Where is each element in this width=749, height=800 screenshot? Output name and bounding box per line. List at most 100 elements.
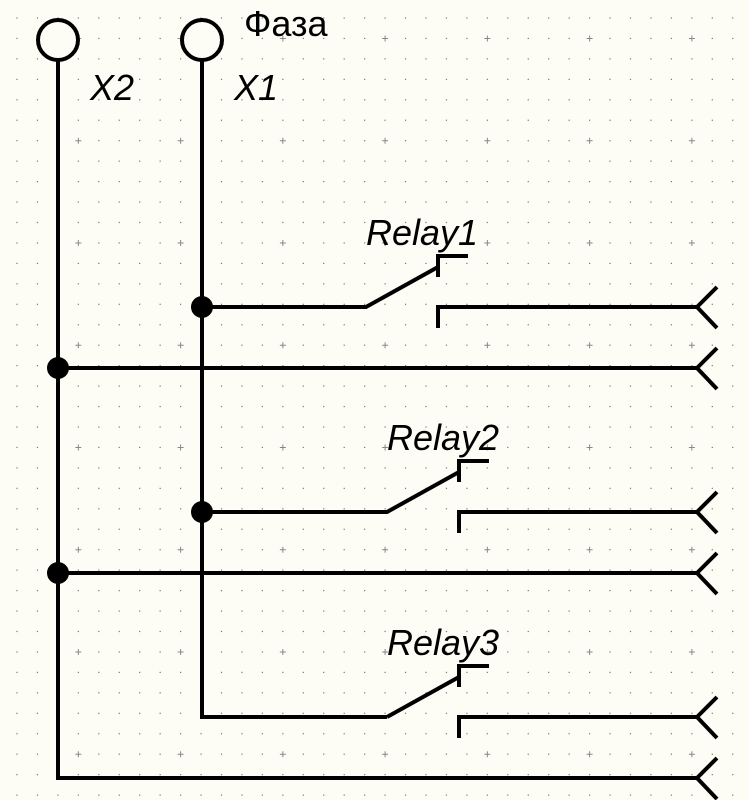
grid-dot bbox=[118, 37, 120, 40]
grid-dot bbox=[343, 140, 345, 142]
terminal-x2[interactable]: X2 bbox=[36, 18, 134, 108]
grid-dot bbox=[118, 630, 120, 633]
grid-dot bbox=[732, 630, 734, 633]
grid-dot bbox=[241, 37, 243, 40]
grid-dot bbox=[98, 160, 100, 162]
grid-dot bbox=[507, 99, 509, 101]
grid-dot bbox=[527, 78, 529, 80]
grid-dot bbox=[323, 324, 325, 326]
grid-dot bbox=[180, 17, 182, 19]
grid-major-mark bbox=[382, 35, 389, 42]
grid-dot bbox=[98, 78, 100, 80]
output-connector-3[interactable] bbox=[694, 490, 719, 535]
grid-dot bbox=[568, 201, 570, 203]
grid-dot bbox=[98, 324, 100, 326]
output-connector-2[interactable] bbox=[694, 346, 719, 391]
grid-dot bbox=[711, 569, 713, 571]
grid-dot bbox=[629, 99, 632, 101]
grid-dot bbox=[548, 160, 550, 162]
output-connector-5[interactable] bbox=[694, 695, 719, 740]
grid-major-mark bbox=[688, 751, 695, 758]
grid-dot bbox=[16, 17, 18, 19]
grid-dot bbox=[98, 221, 100, 224]
grid-dot bbox=[384, 78, 386, 80]
grid-dot bbox=[323, 692, 325, 694]
grid-dot bbox=[118, 99, 120, 101]
grid-dot bbox=[302, 221, 304, 224]
relay1-contact[interactable]: Relay1 bbox=[202, 212, 697, 328]
grid-dot bbox=[77, 365, 79, 367]
output-connector-1[interactable] bbox=[694, 285, 719, 330]
grid-major-mark bbox=[484, 444, 491, 451]
grid-major-mark bbox=[177, 239, 184, 246]
grid-dot bbox=[650, 692, 652, 694]
grid-dot bbox=[527, 549, 529, 551]
grid-dot bbox=[118, 17, 120, 19]
grid-dot bbox=[629, 58, 632, 60]
grid-dot bbox=[568, 78, 570, 80]
grid-dot bbox=[282, 303, 284, 305]
grid-dot bbox=[507, 365, 509, 367]
grid-dot bbox=[364, 303, 366, 305]
grid-dot bbox=[118, 385, 120, 387]
grid-dot bbox=[364, 119, 366, 121]
grid-dot bbox=[16, 99, 18, 101]
grid-dot bbox=[323, 262, 325, 264]
grid-major-mark bbox=[586, 342, 593, 349]
grid-dot bbox=[445, 201, 448, 203]
grid-dot bbox=[507, 119, 509, 121]
grid-dot bbox=[548, 549, 550, 551]
grid-dot bbox=[548, 794, 550, 796]
grid-dot bbox=[98, 528, 100, 530]
grid-dot bbox=[691, 99, 693, 101]
grid-dot bbox=[650, 385, 652, 387]
grid-dot bbox=[466, 17, 468, 19]
terminal-x2-circle[interactable] bbox=[36, 18, 80, 62]
grid-dot bbox=[364, 651, 366, 653]
relay2-contact-top bbox=[457, 459, 489, 482]
grid-major-mark bbox=[586, 648, 593, 655]
grid-dot bbox=[159, 671, 161, 673]
grid-dot bbox=[527, 242, 529, 244]
grid-dot bbox=[98, 487, 100, 489]
output-connector-6[interactable] bbox=[694, 756, 719, 800]
grid-dot bbox=[629, 651, 632, 653]
grid-dot bbox=[200, 774, 202, 776]
grid-dot bbox=[384, 385, 386, 387]
grid-dot bbox=[261, 324, 263, 326]
grid-dot bbox=[609, 140, 611, 142]
grid-dot bbox=[650, 405, 652, 408]
grid-dot bbox=[302, 37, 304, 40]
grid-dot bbox=[445, 467, 448, 469]
grid-dot bbox=[670, 651, 672, 653]
grid-dot bbox=[282, 426, 284, 428]
grid-dot bbox=[220, 324, 223, 326]
terminal-x1[interactable]: X1 bbox=[180, 18, 278, 108]
grid-dot bbox=[568, 160, 570, 162]
grid-dot bbox=[425, 549, 427, 551]
output-connector-4[interactable] bbox=[694, 551, 719, 596]
grid-dot bbox=[16, 160, 18, 162]
grid-dot bbox=[36, 99, 39, 101]
grid-dot bbox=[364, 99, 366, 101]
relay2-contact[interactable]: Relay2 bbox=[202, 417, 697, 533]
grid-dot bbox=[404, 17, 407, 19]
terminal-x1-circle[interactable] bbox=[180, 18, 224, 62]
grid-dot bbox=[220, 119, 223, 121]
grid-dot bbox=[98, 58, 100, 60]
grid-dot bbox=[241, 344, 243, 346]
grid-dot bbox=[36, 365, 39, 367]
grid-dot bbox=[404, 549, 407, 551]
grid-dot bbox=[732, 774, 734, 776]
grid-dot bbox=[302, 426, 304, 428]
grid-dot bbox=[691, 201, 693, 203]
grid-dot bbox=[711, 221, 713, 224]
grid-dot bbox=[445, 303, 448, 305]
grid-dot bbox=[629, 405, 632, 408]
grid-dot bbox=[241, 17, 243, 19]
grid-dot bbox=[241, 753, 243, 755]
relay3-contact[interactable]: Relay3 bbox=[386, 622, 697, 738]
grid-dot bbox=[118, 508, 120, 510]
grid-dot bbox=[711, 262, 713, 264]
